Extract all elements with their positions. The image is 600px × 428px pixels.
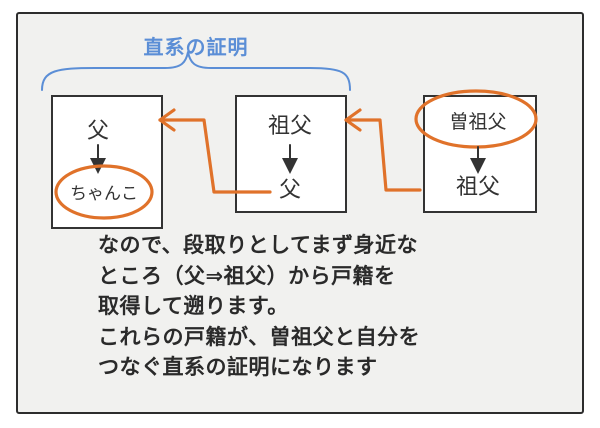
explanation-line: 取得して遡ります。 [98,294,289,318]
link-grandfather-to-grandfather [344,118,422,192]
explanation-line: なので、段取りとしてまず身近な [98,233,418,257]
explanation-line: ところ（父⇒祖父）から戸籍を [98,263,396,288]
link-grandfather-arrowhead [344,108,362,132]
great-grandfather-register-box [423,95,537,213]
explanation-line: これらの戸籍が、曽祖父と自分を [98,324,421,349]
title-brace [41,51,351,91]
great-grandfather-circle [414,89,538,149]
great-grandfather-box-bottom-label: 祖父 [456,175,500,200]
explanation-line: つなぐ直系の証明になります [98,355,378,379]
self-circle [54,164,154,220]
link-father-arrowhead [158,108,176,132]
great-grandfather-box-top-label: 曽祖父 [449,111,506,133]
grandfather-box-top-label: 祖父 [268,114,312,139]
link-father-to-father [158,118,272,194]
explanation-text: なので、段取りとしてまず身近な ところ（父⇒祖父）から戸籍を 取得して遡ります。… [98,230,568,383]
father-box-bottom-label: ちゃんこ [70,184,138,204]
grandfather-box-bottom-label: 父 [279,178,301,203]
father-box-top-label: 父 [87,119,109,144]
diagram-title: 直系の証明 [143,35,249,59]
